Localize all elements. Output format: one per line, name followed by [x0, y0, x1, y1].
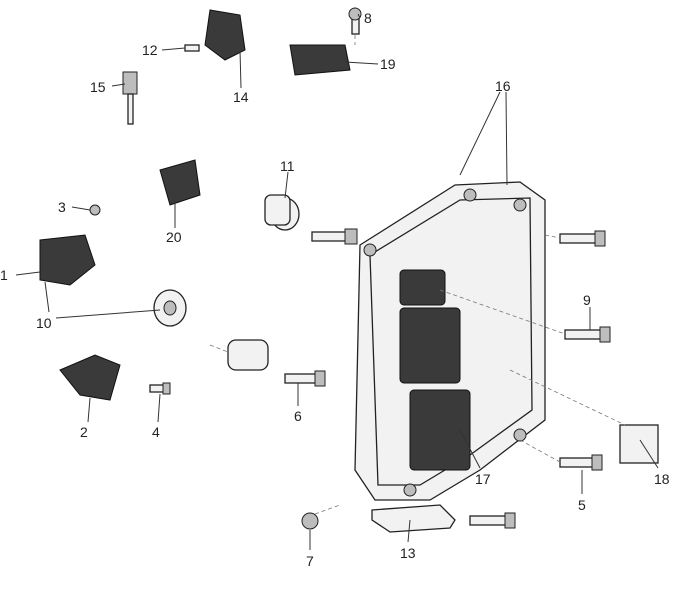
callout-13: 13	[400, 545, 416, 561]
callout-5: 5	[578, 497, 586, 513]
bolts	[89, 7, 611, 530]
leader-lines	[15, 13, 659, 550]
sensors	[39, 9, 659, 464]
callout-8: 8	[364, 10, 372, 26]
callout-1: 1	[0, 267, 8, 283]
callout-12: 12	[142, 42, 158, 58]
spacer	[227, 339, 269, 371]
callout-11: 11	[280, 158, 295, 174]
callout-labels: 1 2 3 4 5 6 7 8 9 10 11 12 13 14 15 16 1…	[0, 10, 670, 569]
callout-17: 17	[475, 471, 491, 487]
callout-19: 19	[380, 56, 396, 72]
bracket	[371, 504, 456, 533]
callout-7: 7	[306, 553, 314, 569]
callout-4: 4	[152, 424, 160, 440]
alignment-lines	[209, 35, 626, 515]
callout-10: 10	[36, 315, 52, 331]
callout-14: 14	[233, 89, 249, 105]
callout-20: 20	[166, 229, 182, 245]
callout-2: 2	[80, 424, 88, 440]
callout-3: 3	[58, 199, 66, 215]
callout-18: 18	[654, 471, 670, 487]
callout-15: 15	[90, 79, 106, 95]
callout-16: 16	[495, 78, 511, 94]
callout-9: 9	[583, 292, 591, 308]
callout-6: 6	[294, 408, 302, 424]
ecu-module	[354, 181, 546, 501]
